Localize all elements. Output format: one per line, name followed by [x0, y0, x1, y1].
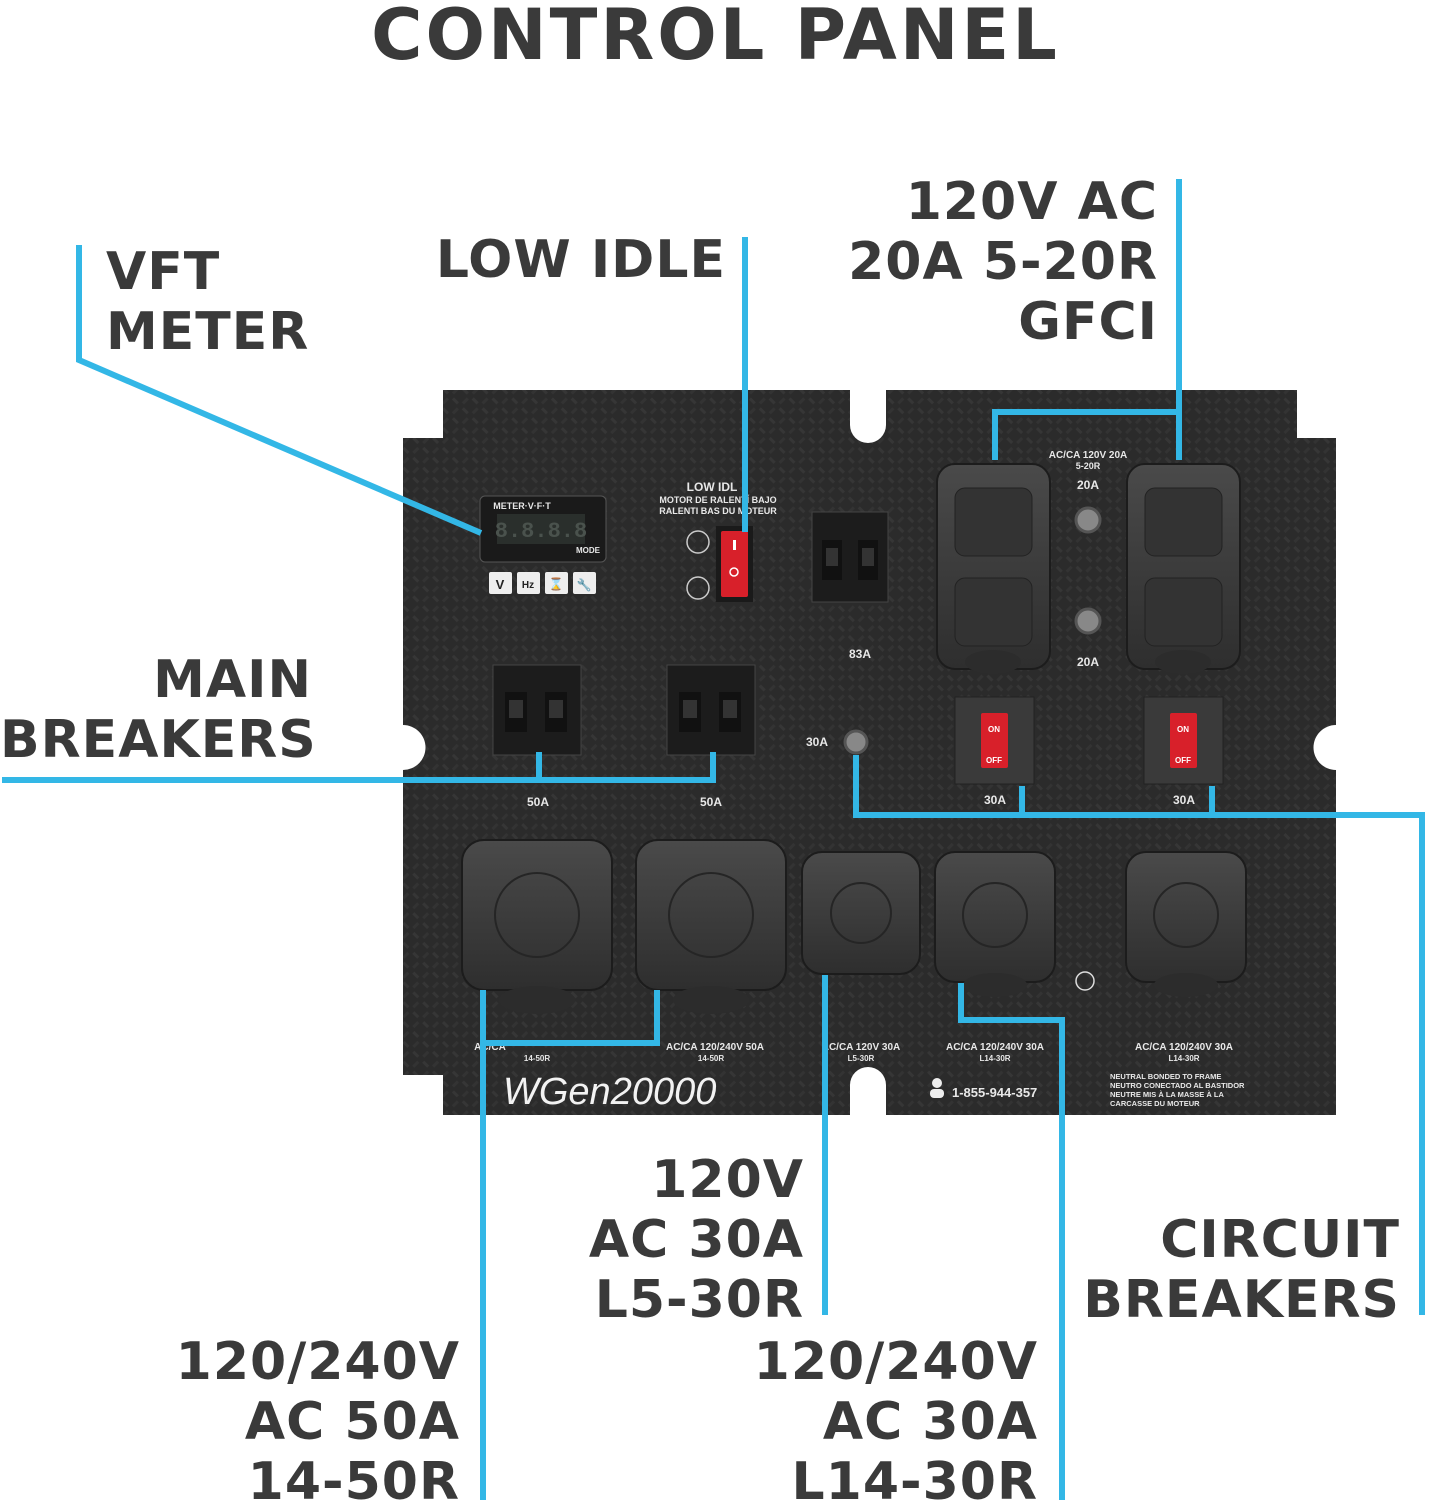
main-breakers-callout: MAIN BREAKERS [0, 650, 317, 770]
outlet-1-label: AC/CA [474, 1042, 506, 1053]
circuit-breakers-callout: CIRCUIT BREAKERS [1060, 1210, 1400, 1330]
outlet-l14-30r-1 [934, 851, 1056, 997]
callout-line-14-50r [480, 990, 660, 1500]
vft-meter: METER·V·F·T 8.8.8.8 MODE [479, 495, 607, 563]
gfci-button-bottom [1074, 607, 1102, 635]
breaker-83a-label: 83A [849, 647, 871, 661]
gauge-high-icon [686, 530, 710, 554]
switch-1-off: OFF [986, 756, 1002, 765]
14-50r-callout-line3: 14-50R [247, 1452, 460, 1512]
vft-meter-callout: VFT METER [106, 242, 309, 362]
l14-30r-callout-line2: AC 30A [822, 1392, 1038, 1452]
outlet-l14-30r-2 [1125, 851, 1247, 997]
neutral-note-3: NEUTRE MIS À LA MASSE À LA [1110, 1090, 1224, 1099]
l14-30r-callout: 120/240V AC 30A L14-30R [720, 1332, 1038, 1512]
outlet-5-sub: L14-30R [1168, 1054, 1199, 1063]
meter-button-row: V Hz ⌛ 🔧 [489, 572, 596, 594]
main-breaker-1-label: 50A [527, 795, 549, 809]
circuit-breakers-callout-line2: BREAKERS [1083, 1270, 1400, 1330]
callout-line-gfci [992, 179, 1182, 460]
reset-30a-button [843, 729, 869, 755]
vft-meter-callout-line2: METER [106, 302, 310, 362]
switch-2-on: ON [1177, 725, 1189, 734]
gfci-outlet-right [1126, 463, 1241, 674]
outlet-5-label: AC/CA 120/240V 30A [1135, 1042, 1233, 1053]
14-50r-callout-line2: AC 50A [244, 1392, 460, 1452]
l5-30r-callout-line1: 120V [651, 1150, 804, 1210]
brand-logo: WGen20000 [503, 1071, 716, 1113]
low-idle-switch: LOW IDL MOTOR DE RALENTÍ BAJO RALENTI BA… [659, 480, 777, 602]
meter-btn-volt: V [496, 577, 505, 592]
callout-lines [2, 179, 1425, 1500]
low-idle-callout: LOW IDLE [435, 230, 726, 290]
callout-line-circuit-breakers [853, 755, 1425, 1315]
main-breakers-callout-line1: MAIN [153, 650, 312, 710]
support-phone: 1-855-944-357 [952, 1085, 1037, 1100]
low-idle-fr: RALENTI BAS DU MOTEUR [659, 506, 777, 516]
low-idle-title: LOW IDL [687, 480, 738, 494]
gfci-sub-label: 5-20R [1076, 461, 1101, 471]
l14-30r-callout-line3: L14-30R [791, 1452, 1038, 1512]
callout-line-vft [76, 245, 483, 536]
neutral-note-1: NEUTRAL BONDED TO FRAME [1110, 1072, 1221, 1081]
wrench-icon: 🔧 [577, 577, 592, 592]
low-idle-es: MOTOR DE RALENTÍ BAJO [659, 495, 776, 505]
14-50r-callout: 120/240V AC 50A 14-50R [150, 1332, 460, 1512]
outlet-2-label: AC/CA 120/240V 50A [666, 1042, 764, 1053]
l5-30r-callout-line2: AC 30A [588, 1210, 804, 1270]
gfci-callout-line2: 20A 5-20R [848, 232, 1158, 292]
callout-line-l14-30r [958, 983, 1065, 1500]
vft-meter-callout-line1: VFT [106, 242, 221, 302]
hourglass-icon: ⌛ [549, 577, 564, 591]
page-title: CONTROL PANEL [371, 0, 1060, 76]
gfci-callout-line3: GFCI [1018, 292, 1158, 352]
outlet-14-50r-2 [635, 839, 787, 1014]
outlet-3-sub: L5-30R [848, 1054, 875, 1063]
meter-label: METER·V·F·T [493, 501, 551, 511]
gfci-callout-line1: 120V AC [905, 172, 1158, 232]
outlet-1-sub: 14-50R [524, 1054, 550, 1063]
callout-line-main-breakers [2, 752, 716, 783]
neutral-note-4: CARCASSE DU MOTEUR [1110, 1099, 1200, 1108]
gfci-20a-top: 20A [1077, 478, 1099, 492]
l5-30r-callout-line3: L5-30R [594, 1270, 804, 1330]
gfci-callout: 120V AC 20A 5-20R GFCI [800, 172, 1158, 352]
main-breaker-1: 50A [492, 664, 582, 809]
circuit-breakers-callout-line1: CIRCUIT [1160, 1210, 1400, 1270]
outlet-2-sub: 14-50R [698, 1054, 724, 1063]
l14-30r-callout-line1: 120/240V [753, 1332, 1038, 1392]
14-50r-callout-line1: 120/240V [175, 1332, 460, 1392]
switch-1-on: ON [988, 725, 1000, 734]
ground-icon [1075, 971, 1095, 991]
outlet-l5-30r [801, 851, 921, 975]
main-breakers-callout-line2: BREAKERS [0, 710, 317, 770]
breaker-83a: 83A [811, 511, 889, 661]
reset-30a-label: 30A [806, 735, 828, 749]
l5-30r-callout: 120V AC 30A L5-30R [560, 1150, 804, 1330]
gfci-label: AC/CA 120V 20A [1049, 450, 1128, 461]
gfci-20a-bottom: 20A [1077, 655, 1099, 669]
circuit-breaker-1-label: 30A [984, 793, 1006, 807]
gfci-outlet-left [936, 463, 1051, 674]
outlet-3-label: AC/CA 120V 30A [822, 1042, 901, 1053]
meter-mode-label: MODE [576, 546, 601, 555]
gauge-low-icon [686, 576, 710, 600]
switch-2-off: OFF [1175, 756, 1191, 765]
outlet-4-label: AC/CA 120/240V 30A [946, 1042, 1044, 1053]
neutral-note-2: NEUTRO CONECTADO AL BASTIDOR [1110, 1081, 1245, 1090]
meter-display: 8.8.8.8 [495, 519, 587, 544]
phone-icon [930, 1078, 944, 1098]
outlet-4-sub: L14-30R [979, 1054, 1010, 1063]
circuit-breaker-switch-2: ON OFF 30A [1143, 696, 1224, 807]
gfci-button-top [1074, 506, 1102, 534]
main-breaker-2-label: 50A [700, 795, 722, 809]
circuit-breaker-2-label: 30A [1173, 793, 1195, 807]
circuit-breaker-switch-1: ON OFF 30A [954, 696, 1035, 807]
meter-btn-hz: Hz [522, 580, 534, 591]
main-breaker-2: 50A [666, 664, 756, 809]
outlet-14-50r-1 [461, 839, 613, 1014]
